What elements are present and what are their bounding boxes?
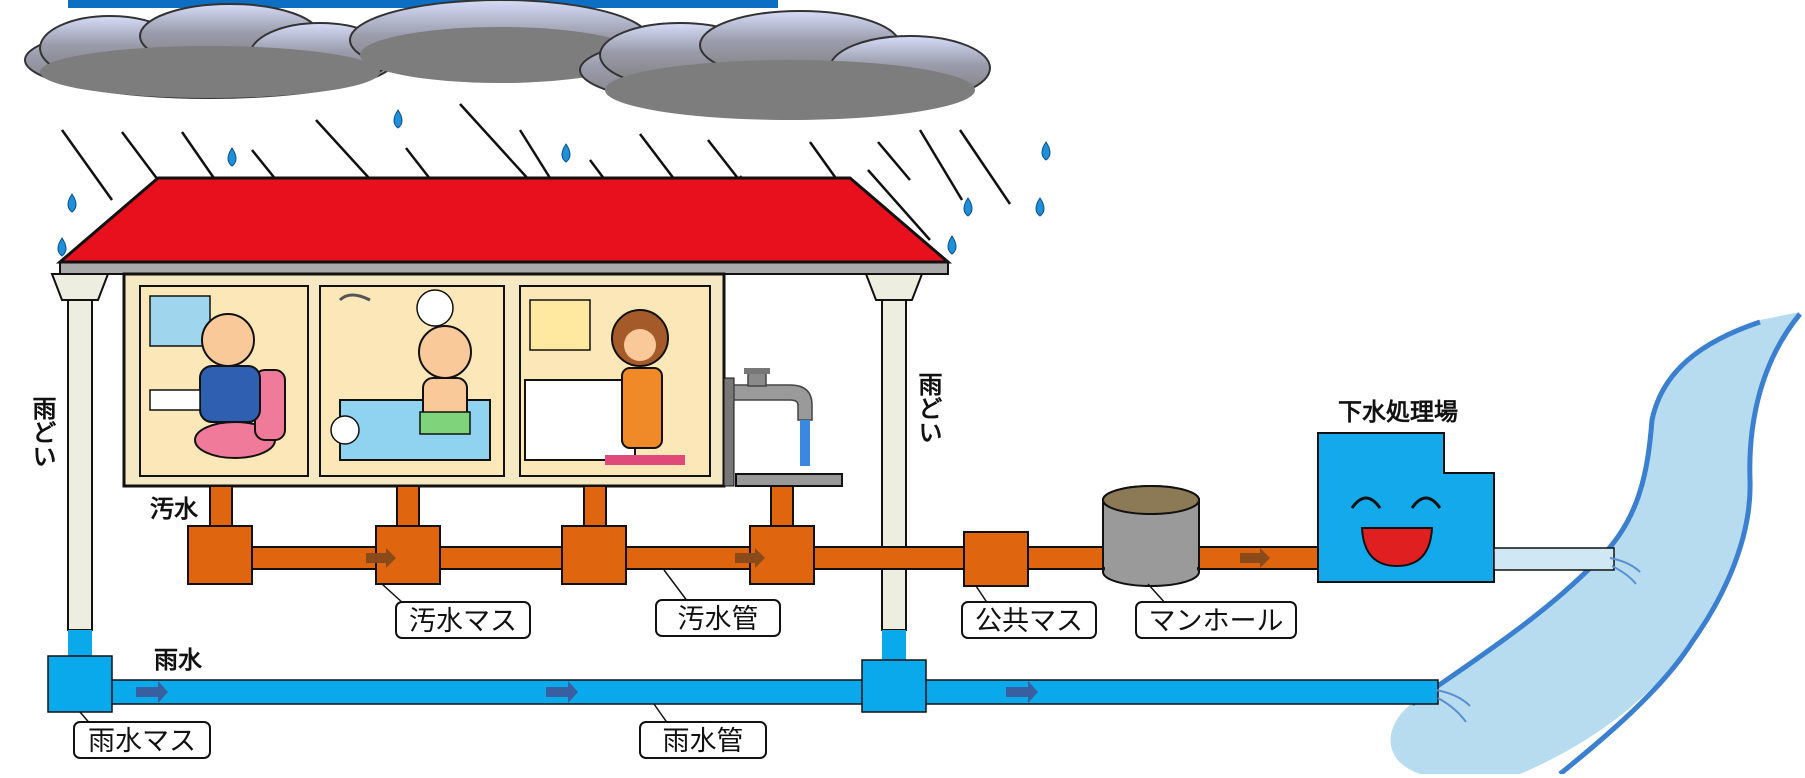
roof — [55, 176, 953, 264]
rain-streak — [958, 129, 1012, 205]
downspout-right — [864, 273, 924, 660]
rain-streak — [867, 169, 931, 241]
raindrop-icon — [1035, 197, 1045, 217]
manhole — [1102, 485, 1200, 587]
callout-sewage-basin: 汚水マス — [381, 583, 531, 639]
label-treatment-plant: 下水処理場 — [1338, 398, 1458, 426]
smiling-face-icon — [1350, 496, 1442, 568]
outflow-splash — [1435, 689, 1471, 723]
sewage-basin — [187, 525, 253, 585]
public-basin — [963, 531, 1029, 587]
stormwater-basin — [47, 655, 113, 713]
label-stormwater: 雨水 — [154, 646, 203, 674]
house — [55, 176, 953, 488]
cloud-middle — [349, 0, 651, 83]
rain-streak — [60, 129, 114, 201]
treated-outflow-pipe — [1493, 547, 1615, 571]
flow-arrow-icon — [546, 681, 578, 703]
label-stormwater-pipe: 雨水管 — [663, 726, 744, 757]
rain-streak — [877, 141, 911, 181]
flow-arrow-icon — [366, 548, 396, 568]
title-bar — [68, 0, 778, 8]
raindrop-icon — [963, 197, 973, 217]
callout-stormwater-basin: 雨水マス — [73, 711, 211, 759]
room-toilet — [139, 285, 309, 477]
raindrop-icon — [1041, 141, 1051, 161]
clouds — [24, 0, 991, 120]
downspout-left — [50, 273, 110, 660]
river-bank-left — [1410, 319, 1761, 707]
label-sewage-pipe: 汚水管 — [678, 604, 759, 635]
label-downspout-left: 雨どい — [28, 396, 56, 468]
rain-streak — [918, 129, 964, 201]
callout-stormwater-pipe: 雨水管 — [639, 703, 767, 759]
flow-arrow-icon — [1240, 548, 1270, 568]
stormwater-pipe-main — [67, 679, 1439, 705]
treatment-plant — [1317, 432, 1641, 585]
room-kitchen — [519, 285, 711, 477]
label-manhole: マンホール — [1149, 606, 1284, 637]
flow-arrow-icon — [136, 681, 168, 703]
callout-sewage-pipe: 汚水管 — [655, 569, 781, 637]
callout-public-basin: 公共マス — [961, 585, 1097, 639]
sewage-basin — [561, 525, 627, 585]
label-stormwater-basin: 雨水マス — [88, 726, 196, 757]
raindrop-icon — [393, 109, 403, 129]
callout-manhole: マンホール — [1135, 583, 1297, 639]
cloud-right — [579, 10, 991, 120]
faucet-icon — [733, 368, 813, 466]
raindrop-icon — [227, 147, 237, 167]
river — [1390, 312, 1802, 776]
stormwater-pipe-system — [47, 655, 1471, 723]
cloud-left — [24, 3, 396, 99]
sewage-pipe-system — [187, 485, 1319, 587]
outflow-splash — [1609, 557, 1641, 585]
river-bank-right — [1558, 312, 1802, 776]
label-downspout-right: 雨どい — [914, 372, 942, 444]
raindrop-icon — [67, 193, 77, 213]
person-boy-head — [418, 325, 472, 379]
flow-arrow-icon — [1006, 681, 1038, 703]
raindrop-icon — [561, 143, 571, 163]
label-sewage-basin: 汚水マス — [409, 606, 517, 637]
room-bath — [319, 285, 505, 477]
label-sewage: 汚水 — [150, 495, 199, 523]
stormwater-basin — [861, 659, 927, 713]
raindrop-icon — [57, 237, 67, 257]
person-father-head — [201, 313, 255, 367]
flow-arrow-icon — [735, 548, 765, 568]
label-public-basin: 公共マス — [975, 606, 1083, 637]
raindrop-icon — [947, 235, 957, 255]
